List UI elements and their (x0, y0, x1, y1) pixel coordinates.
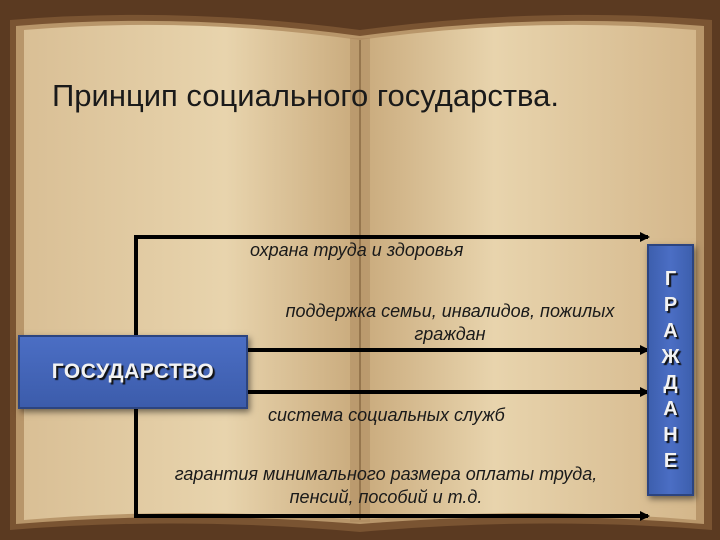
state-box: ГОСУДАРСТВО (18, 335, 248, 409)
citizens-box: Г Р А Ж Д А Н Е (647, 244, 694, 496)
connector-lines (134, 232, 650, 521)
state-label: ГОСУДАРСТВО (51, 360, 215, 383)
citizens-letter: Р (663, 294, 678, 316)
citizens-letter: Е (663, 450, 678, 472)
citizens-letter: Д (663, 372, 678, 394)
function-label-labor-protection: охрана труда и здоровья (250, 240, 464, 260)
citizens-letter: Ж (661, 346, 680, 368)
citizens-letter: Г (664, 268, 677, 290)
page-title: Принцип социального государства. (52, 78, 559, 113)
citizens-letter: А (663, 398, 678, 420)
function-label-social-services: система социальных служб (268, 405, 505, 425)
citizens-letter: Н (663, 424, 678, 446)
function-label-family-support: поддержка семьи, инвалидов, пожилых граж… (285, 301, 615, 344)
citizens-letter: А (663, 320, 678, 342)
function-label-minimum-guarantees: гарантия минимального размера оплаты тру… (174, 464, 598, 507)
